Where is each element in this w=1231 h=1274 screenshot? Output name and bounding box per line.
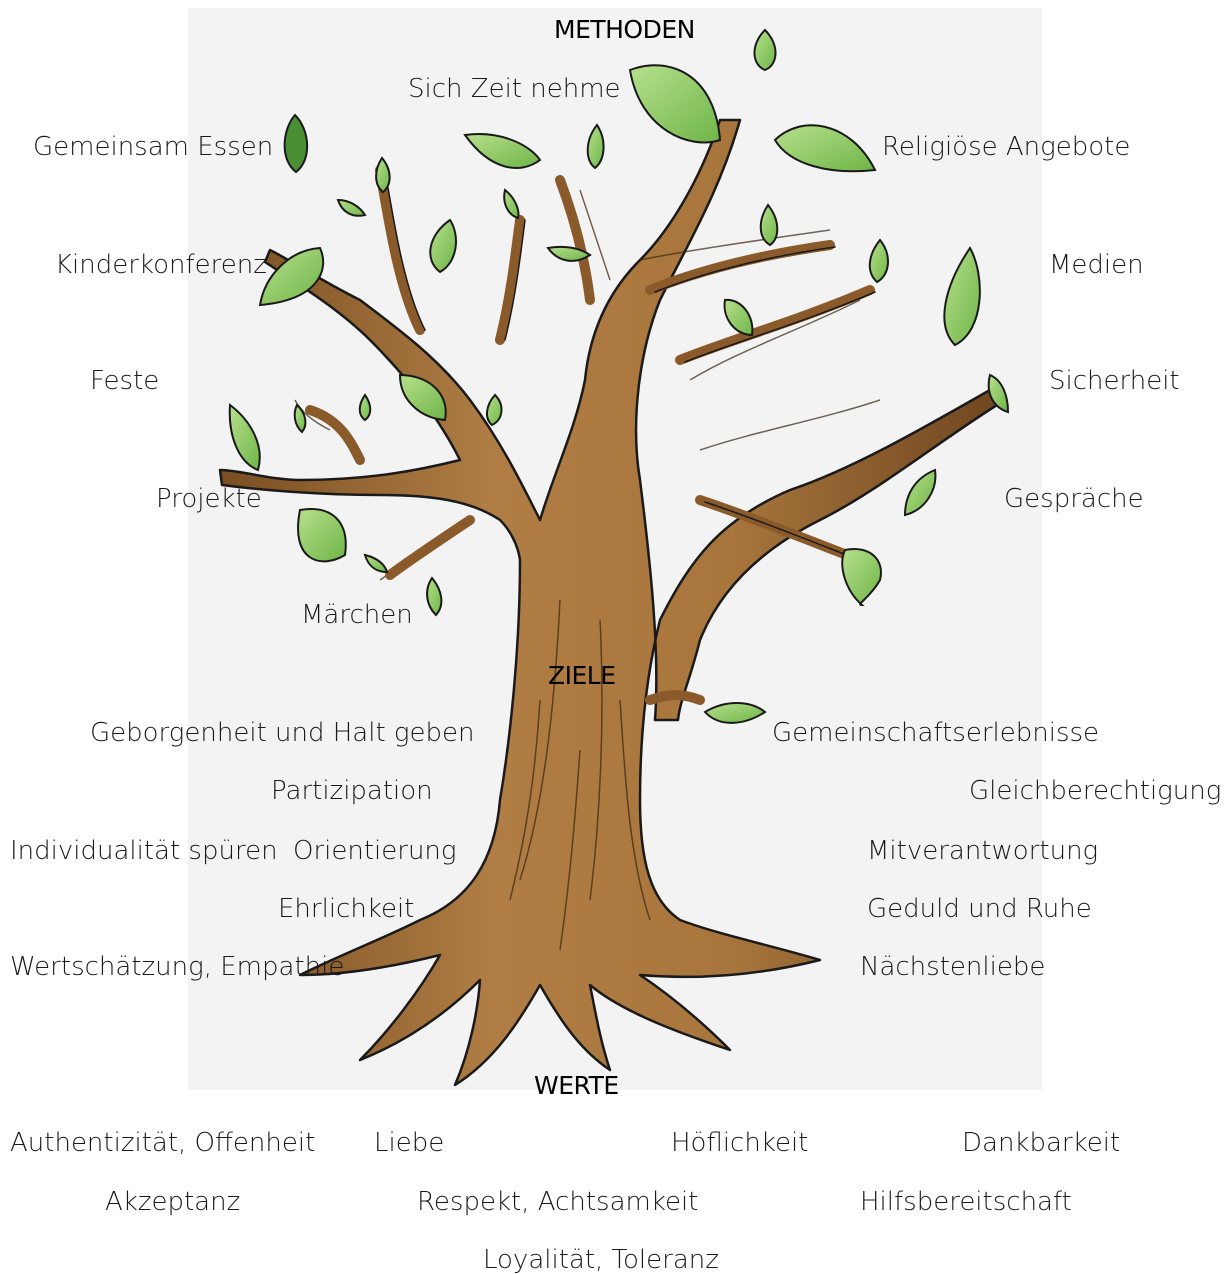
leaf-icon (228, 403, 261, 472)
section-methoden-heading: METHODEN (554, 15, 695, 44)
wert-dankbarkeit: Dankbarkeit (962, 1128, 1121, 1158)
section-ziele-heading: ZIELE (548, 661, 616, 690)
leaf-icon (429, 218, 457, 274)
ziel-orientierung: Orientierung (293, 836, 457, 866)
methode-maerchen: Märchen (301, 600, 413, 630)
methode-religioese-angebote: Religiöse Angebote (882, 132, 1131, 162)
ziel-individualitaet: Individualität spüren (10, 836, 278, 866)
leaf-icon (987, 373, 1010, 414)
leaf-icon (723, 298, 754, 337)
methode-kinderkonferenz: Kinderkonferenz (55, 250, 267, 280)
ziel-wertschaetzung: Wertschätzung, Empathie (10, 952, 345, 982)
methode-feste: Feste (90, 366, 160, 396)
ziel-geduld-und-ruhe: Geduld und Ruhe (867, 894, 1092, 924)
leaf-icon (546, 245, 592, 262)
wert-hilfsbereitschaft: Hilfsbereitschaft (860, 1187, 1072, 1217)
leaf-icon (293, 403, 307, 434)
methode-medien: Medien (1049, 250, 1144, 280)
leaf-icon (753, 28, 777, 72)
ziel-ehrlichkeit: Ehrlichkeit (278, 894, 415, 924)
methode-projekte: Projekte (156, 484, 262, 514)
ziel-gemeinschaftserlebnisse: Gemeinschaftserlebnisse (772, 718, 1100, 748)
leaf-icon (503, 188, 520, 220)
methode-gespraeche: Gespräche (1004, 484, 1144, 514)
leaf-icon (283, 113, 309, 174)
leaf-icon (398, 373, 447, 422)
ziel-gleichberechtigung: Gleichberechtigung (969, 776, 1222, 806)
ziel-mitverantwortung: Mitverantwortung (867, 836, 1099, 866)
leaf-icon (703, 702, 767, 724)
wert-akzeptanz: Akzeptanz (105, 1187, 241, 1217)
leaf-icon (358, 393, 372, 422)
leaf-icon (841, 548, 882, 607)
ziel-naechstenliebe: Nächstenliebe (860, 952, 1046, 982)
leaf-icon (363, 553, 389, 574)
leaf-icon (903, 468, 937, 517)
wert-authentizitaet: Authentizität, Offenheit (10, 1128, 316, 1158)
leaf-icon (759, 203, 779, 247)
ziel-partizipation: Partizipation (271, 776, 433, 806)
wert-hoeflichkeit: Höflichkeit (671, 1128, 809, 1158)
leaf-icon (486, 393, 503, 427)
leaf-icon (258, 246, 325, 307)
leaf-icon (773, 124, 877, 173)
leaf-icon (297, 508, 347, 563)
leaf-icon (628, 64, 722, 144)
ziel-geborgenheit: Geborgenheit und Halt geben (90, 718, 475, 748)
leaf-icon (426, 576, 443, 617)
section-werte-heading: WERTE (534, 1071, 619, 1100)
wert-loyalitaet: Loyalität, Toleranz (483, 1245, 719, 1274)
leaf-icon (375, 156, 391, 194)
wert-respekt: Respekt, Achtsamkeit (417, 1187, 699, 1217)
wert-liebe: Liebe (374, 1128, 445, 1158)
leaf-icon (586, 123, 605, 170)
methode-gemeinsam-essen: Gemeinsam Essen (33, 132, 274, 162)
leaf-icon (868, 238, 889, 284)
leaves (228, 28, 1010, 724)
leaf-icon (336, 198, 367, 217)
leaf-icon (463, 133, 542, 169)
leaf-icon (943, 246, 981, 347)
methode-sicherheit: Sicherheit (1049, 366, 1180, 396)
methode-sich-zeit-nehme: Sich Zeit nehme (408, 74, 621, 104)
